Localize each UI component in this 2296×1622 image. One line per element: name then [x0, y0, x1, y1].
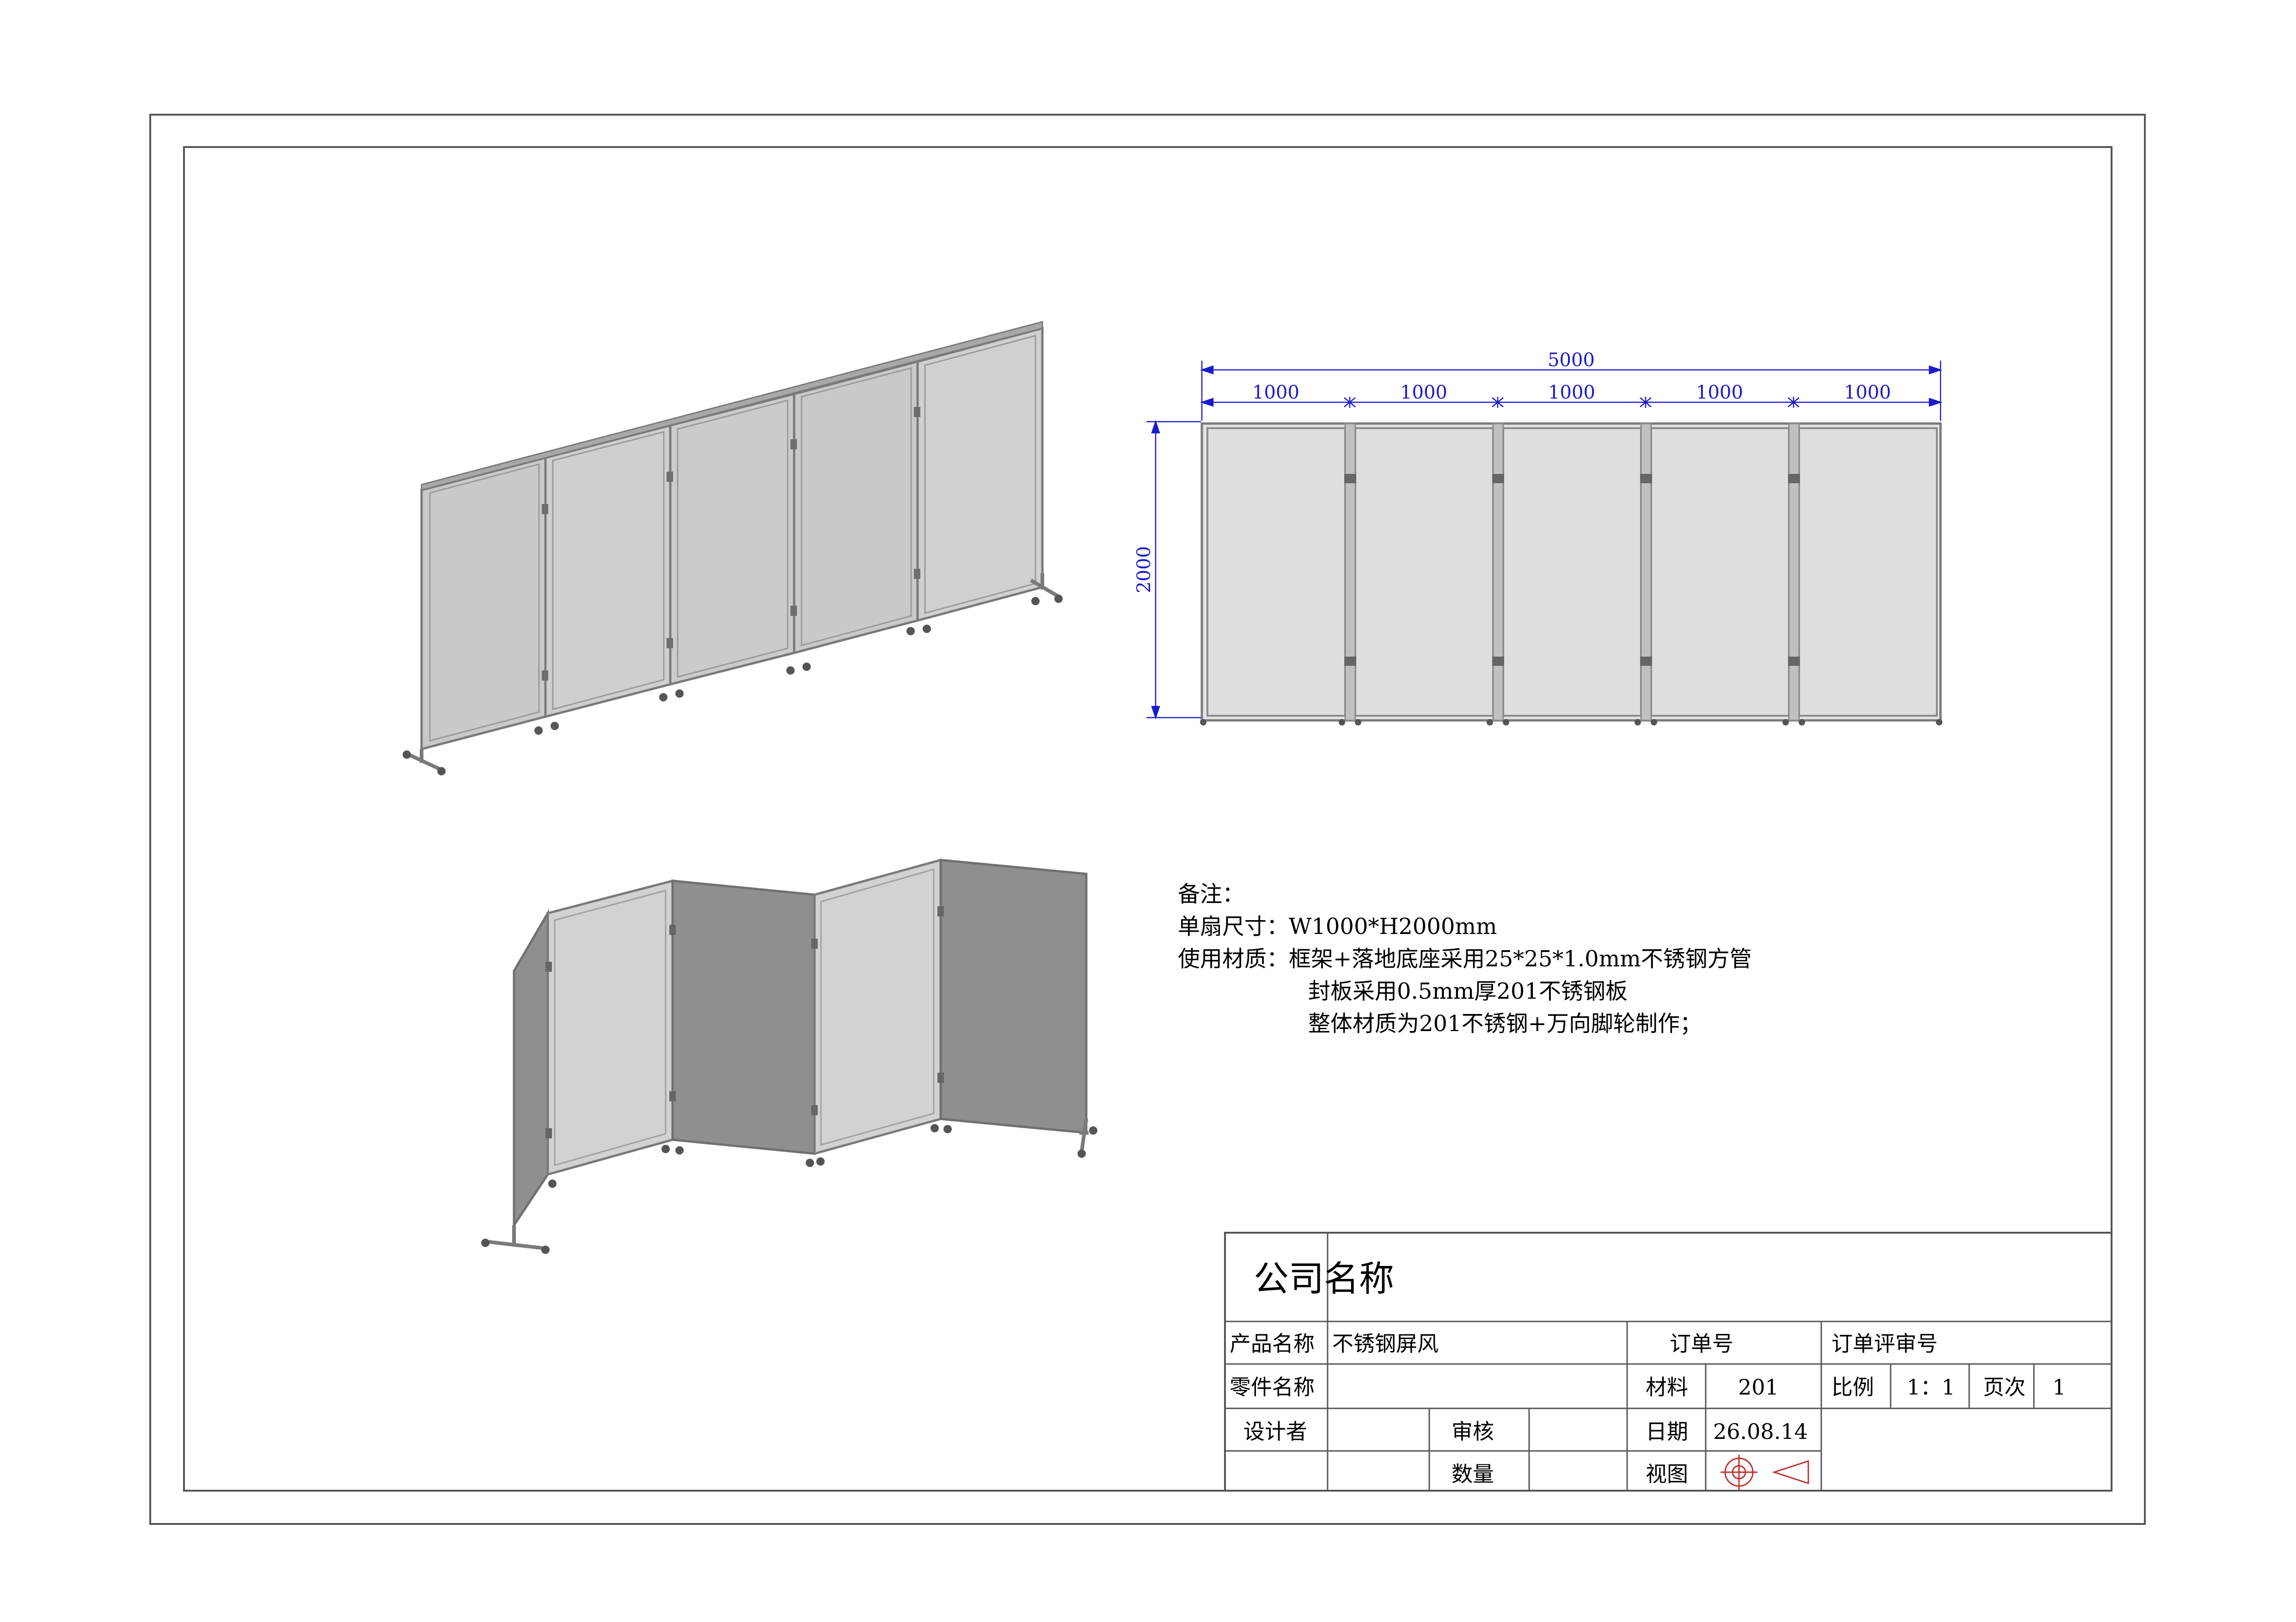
dim-height: 2000: [1133, 546, 1155, 593]
product-name-label: 产品名称: [1230, 1331, 1315, 1356]
iso2-panel-1: [513, 909, 549, 1229]
front-panel-5: [1798, 427, 1938, 717]
front-panel-2: [1354, 427, 1494, 717]
dim-panel-3: 1000: [1548, 382, 1595, 403]
part-name-label: 零件名称: [1230, 1375, 1315, 1400]
notes: 备注： 单扇尺寸：W1000*H2000mm 使用材质：框架+落地底座采用25*…: [1178, 881, 1752, 1037]
inner-border: [183, 146, 2112, 1492]
view-label: 视图: [1646, 1462, 1688, 1487]
notes-title: 备注：: [1178, 881, 1244, 907]
iso1-panel-3: [669, 392, 796, 686]
dim-panel-4: 1000: [1696, 382, 1743, 403]
isometric-view-straight: [403, 321, 1063, 775]
iso1-panel-5: [916, 326, 1044, 622]
iso2-panel-5: [939, 859, 1088, 1134]
review-label: 审核: [1451, 1419, 1494, 1444]
iso1-panel-2: [544, 424, 672, 719]
material-label: 材料: [1646, 1375, 1688, 1400]
notes-line-4: 整体材质为201不锈钢+万向脚轮制作；: [1308, 1011, 1702, 1037]
quantity-label: 数量: [1451, 1462, 1494, 1487]
isometric-view-folded: [481, 858, 1097, 1254]
material-value: 201: [1738, 1375, 1779, 1400]
order-no-label: 订单号: [1670, 1331, 1733, 1356]
dim-total-width: 5000: [1548, 350, 1595, 371]
iso2-panel-4: [813, 858, 942, 1155]
front-panel-3: [1502, 427, 1642, 717]
outer-border: [149, 114, 2146, 1525]
date-value: 26.08.14: [1713, 1419, 1808, 1444]
review-no-label: 订单评审号: [1831, 1331, 1938, 1356]
notes-line-1: 单扇尺寸：W1000*H2000mm: [1178, 914, 1497, 940]
designer-label: 设计者: [1243, 1419, 1307, 1444]
iso2-panel-2: [546, 879, 674, 1176]
product-name-value: 不锈钢屏风: [1332, 1331, 1439, 1356]
iso1-top-edge: [421, 321, 1043, 491]
iso2-panel-3: [671, 879, 816, 1155]
title-block: 公司名称 产品名称 不锈钢屏风 订单号 订单评审号 零件名称 材料 201 比例…: [1224, 1232, 2112, 1492]
page-value: 1: [2052, 1375, 2066, 1400]
dim-panel-2: 1000: [1400, 382, 1447, 403]
iso1-panel-4: [793, 360, 919, 655]
front-view: 5000 1000 1000 1000 1000 1000 2000: [1133, 350, 1942, 725]
front-panel-4: [1650, 427, 1790, 717]
scale-value: 1：1: [1907, 1375, 1955, 1400]
dim-panel-1: 1000: [1252, 382, 1299, 403]
projection-symbol-icon: [1720, 1455, 1809, 1490]
notes-line-2: 使用材质：框架+落地底座采用25*25*1.0mm不锈钢方管: [1178, 946, 1752, 972]
front-panel-1: [1206, 427, 1346, 717]
notes-line-3: 封板采用0.5mm厚201不锈钢板: [1308, 978, 1628, 1004]
company-name: 公司名称: [1254, 1258, 1394, 1299]
page-label: 页次: [1983, 1375, 2026, 1400]
date-label: 日期: [1646, 1419, 1688, 1444]
iso1-panel-1: [420, 456, 547, 751]
scale-label: 比例: [1831, 1375, 1874, 1400]
dim-panel-5: 1000: [1844, 382, 1891, 403]
